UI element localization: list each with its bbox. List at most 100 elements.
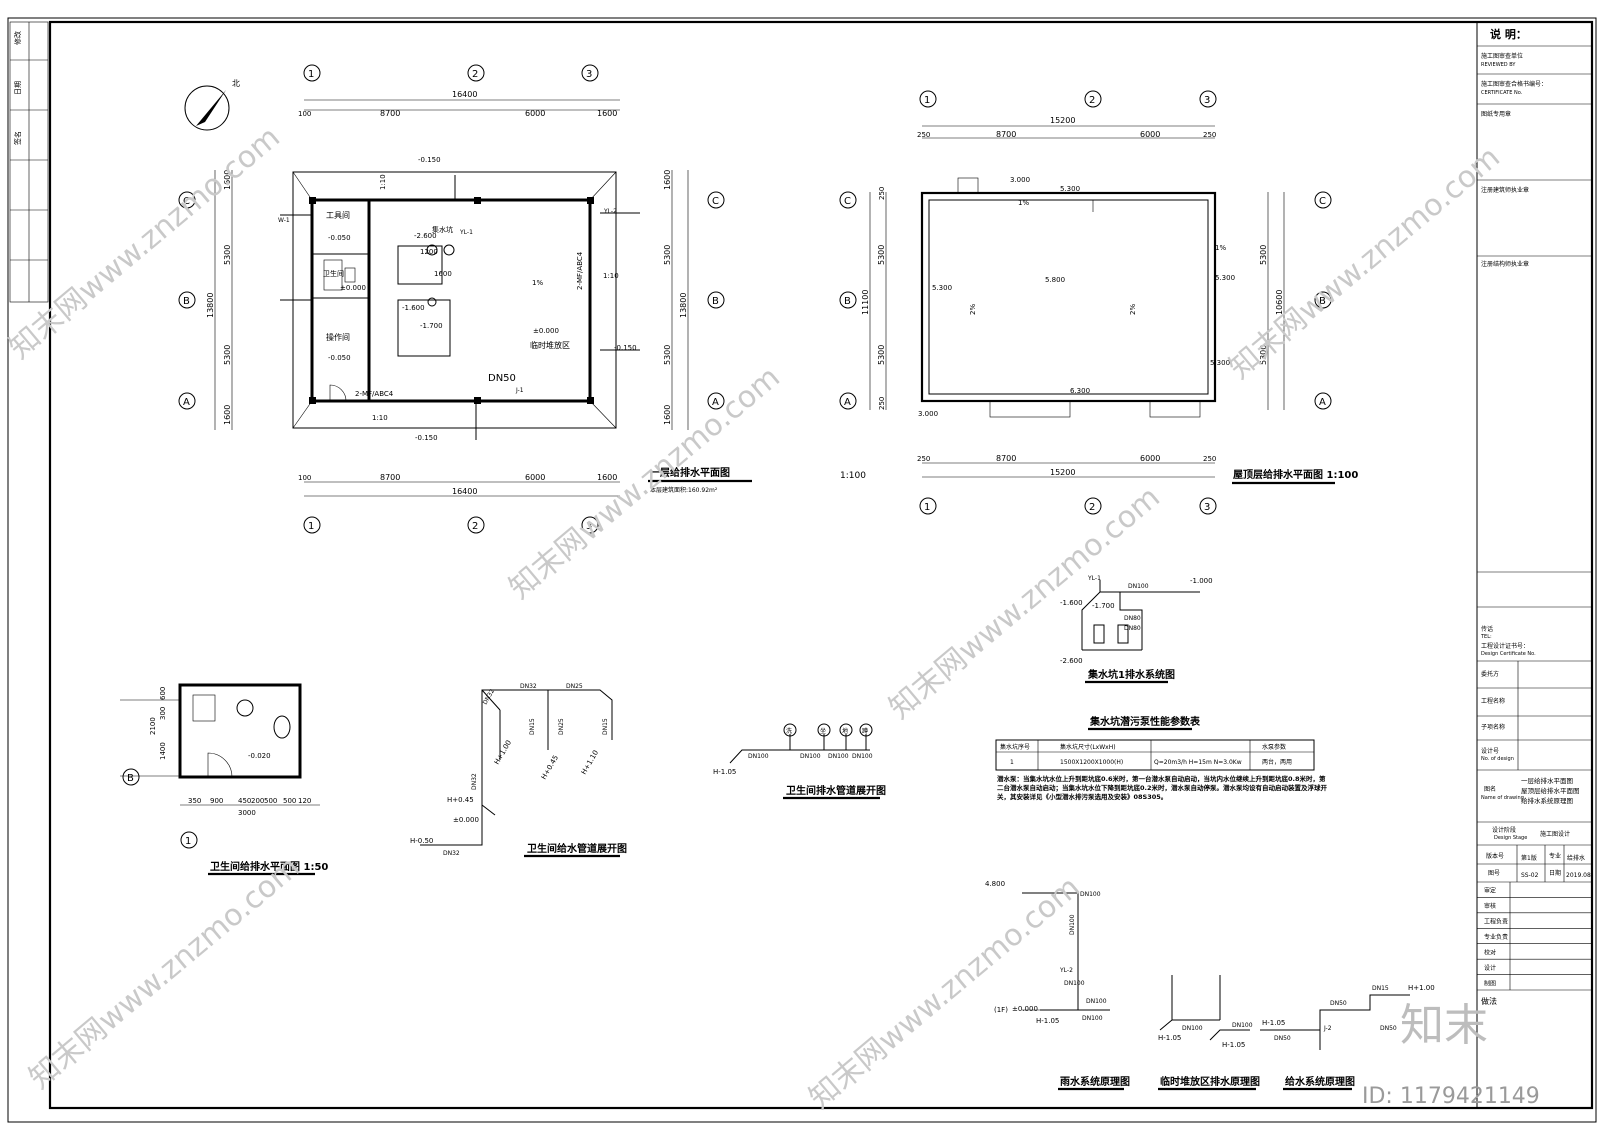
watermark-3: 知末网www.znzmo.com [883, 480, 1167, 726]
drain-tag-1: DN100 [748, 753, 769, 760]
grid-3-top: 3 [586, 69, 592, 80]
roof-vdim-r3: 5300 [1259, 345, 1268, 365]
roof-grid-1-top: 1 [924, 95, 930, 106]
roof-dim-bot-4: 250 [1203, 455, 1216, 463]
sump-tag-1000: -1.000 [1190, 577, 1213, 585]
fixture-floor-label: 地 [842, 727, 848, 735]
tb-client: 委托方 [1481, 670, 1499, 678]
drain-title: 卫生间排水管道展开图 [786, 784, 886, 797]
roof-level-2: 5.800 [1045, 276, 1065, 284]
water-tag-4: DN15 [1372, 985, 1389, 992]
roof-parapet-outer [920, 191, 1217, 403]
roof-vdim-1: 250 [878, 187, 886, 200]
pump-td-1: 1 [1010, 759, 1014, 766]
tag-1600: 1600 [434, 270, 452, 278]
ground-vdim-r1: 1600 [663, 170, 672, 190]
tb-discipline-label: 专业 [1549, 852, 1561, 860]
temp-tag-1: H-1.05 [1158, 1034, 1181, 1042]
toilet-grid-b-label: B [127, 773, 134, 784]
supply-tag-3: DN25 [566, 683, 583, 690]
roof-level-7: 3.000 [1010, 176, 1030, 184]
north-label: 北 [232, 79, 240, 88]
roof-total-top: 15200 [1050, 116, 1075, 125]
grid-1-top: 1 [308, 69, 314, 80]
toilet-walls [178, 683, 302, 779]
roof-slope-1: 2% [969, 304, 977, 315]
tb-design-cert: 工程设计证书号： [1481, 642, 1529, 650]
tb-architect-seal: 注册建筑师执业章 [1481, 186, 1529, 194]
grid-c-right: C [712, 196, 719, 207]
tb-drawing-name-1: 一层给排水平面图 [1521, 776, 1573, 785]
toilet-vdim-3: 1400 [159, 742, 167, 760]
supply-tag-2: DN32 [520, 683, 537, 690]
temp-tag-4: DN100 [1232, 1022, 1253, 1029]
roof-vdim-r2: 5300 [1259, 245, 1268, 265]
supply-h-1: H+1.00 [493, 739, 513, 766]
rain-tag-8: H-1.05 [1036, 1017, 1059, 1025]
ground-vdim-3: 5300 [223, 345, 232, 365]
roof-grid-1-bottom: 1 [924, 502, 930, 513]
roof-slope-4: 1% [1215, 244, 1226, 252]
roof-plan-title: 屋顶层给排水平面图 1:100 [1233, 468, 1358, 481]
ground-dim-bot-4: 1600 [597, 473, 617, 482]
roof-vtotal-right: 10600 [1275, 290, 1284, 315]
level-sump-c: -2.600 [414, 232, 437, 240]
tb-cert-no: 施工图审查合格书编号： [1481, 80, 1547, 88]
roof-parapet-inner [928, 199, 1209, 395]
left-revision-strip: 修改 日期 签名 [9, 21, 49, 303]
room-toilet: 卫生间 [323, 269, 344, 278]
tb-sign-row-label: 审定 [1484, 887, 1496, 895]
roof-level-5: 6.300 [1070, 387, 1090, 395]
roof-vdim-4: 250 [878, 397, 886, 410]
supply-tag-5: DN25 [558, 718, 565, 735]
strip-label-1: 修改 [13, 31, 22, 45]
water-tag-2: DN50 [1274, 1035, 1291, 1042]
tb-stage-value: 施工图设计 [1540, 830, 1570, 838]
grid-2-top: 2 [472, 69, 478, 80]
roof-dim-top-2: 8700 [996, 130, 1016, 139]
drain-tag-3: DN100 [828, 753, 849, 760]
tb-stamp-label: 做法 [1481, 996, 1497, 1006]
tb-review-unit: 施工图审查单位 [1481, 52, 1523, 60]
pump-th-2: 集水坑尺寸(LxWxH) [1060, 743, 1116, 751]
toilet-vdim-2: 600 [159, 687, 167, 700]
fixture-squat-label: 蹲 [862, 727, 868, 735]
grid-1-bottom: 1 [308, 521, 314, 532]
tb-stage-label: 设计阶段 [1492, 826, 1516, 834]
tag-1200: 1200 [420, 248, 438, 256]
ground-vdim-4: 1600 [223, 405, 232, 425]
toilet-grid-1-label: 1 [185, 836, 191, 847]
roof-level-8: 3.000 [918, 410, 938, 418]
room-sump: 集水坑 [432, 225, 453, 234]
tb-sign-row-label: 工程负责 [1484, 918, 1508, 926]
ground-vdim-r3: 5300 [663, 345, 672, 365]
grid-a-right: A [712, 397, 719, 408]
watermark-1: 知末网www.znzmo.com [3, 120, 287, 366]
sump-tag-1700: -1.700 [1092, 602, 1115, 610]
strip-label-3: 签名 [13, 131, 22, 145]
north-arrow [184, 85, 230, 131]
ground-dim-top-3: 6000 [525, 109, 545, 118]
toilet-total: 3000 [238, 809, 256, 817]
tb-version-value: 第1版 [1521, 854, 1537, 862]
tb-drawing-name-3: 给排水系统原理图 [1521, 796, 1573, 805]
roof-total-bottom: 15200 [1050, 468, 1075, 477]
pump-th-1: 集水坑序号 [1000, 743, 1030, 751]
sheet-inner-frame [48, 20, 1594, 1110]
supply-tag-7: DN32 [471, 773, 478, 790]
rain-tag-1: 4.800 [985, 880, 1005, 888]
roof-dim-top-1: 250 [917, 131, 930, 139]
toilet-supply-isometric: DN32 DN32 DN25 DN15 DN25 DN15 DN32 DN32 … [410, 683, 627, 858]
toilet-level: -0.020 [248, 752, 271, 760]
water-tag-1: H-1.05 [1262, 1019, 1285, 1027]
sump-title: 集水坑1排水系统图 [1087, 668, 1175, 681]
roof-vtotal-left: 11100 [861, 290, 870, 315]
strip-label-2: 日期 [14, 81, 22, 95]
tb-design-cert-en: Design Certificate No. [1481, 651, 1536, 657]
ground-vdim-1: 1600 [223, 170, 232, 190]
tb-drawing-name-en: Name of drawing [1481, 795, 1524, 801]
water-tag-6: DN50 [1380, 1025, 1397, 1032]
rain-tag-6: DN100 [1082, 1015, 1103, 1022]
ground-plan-title: 一层给排水平面图 [650, 466, 730, 479]
